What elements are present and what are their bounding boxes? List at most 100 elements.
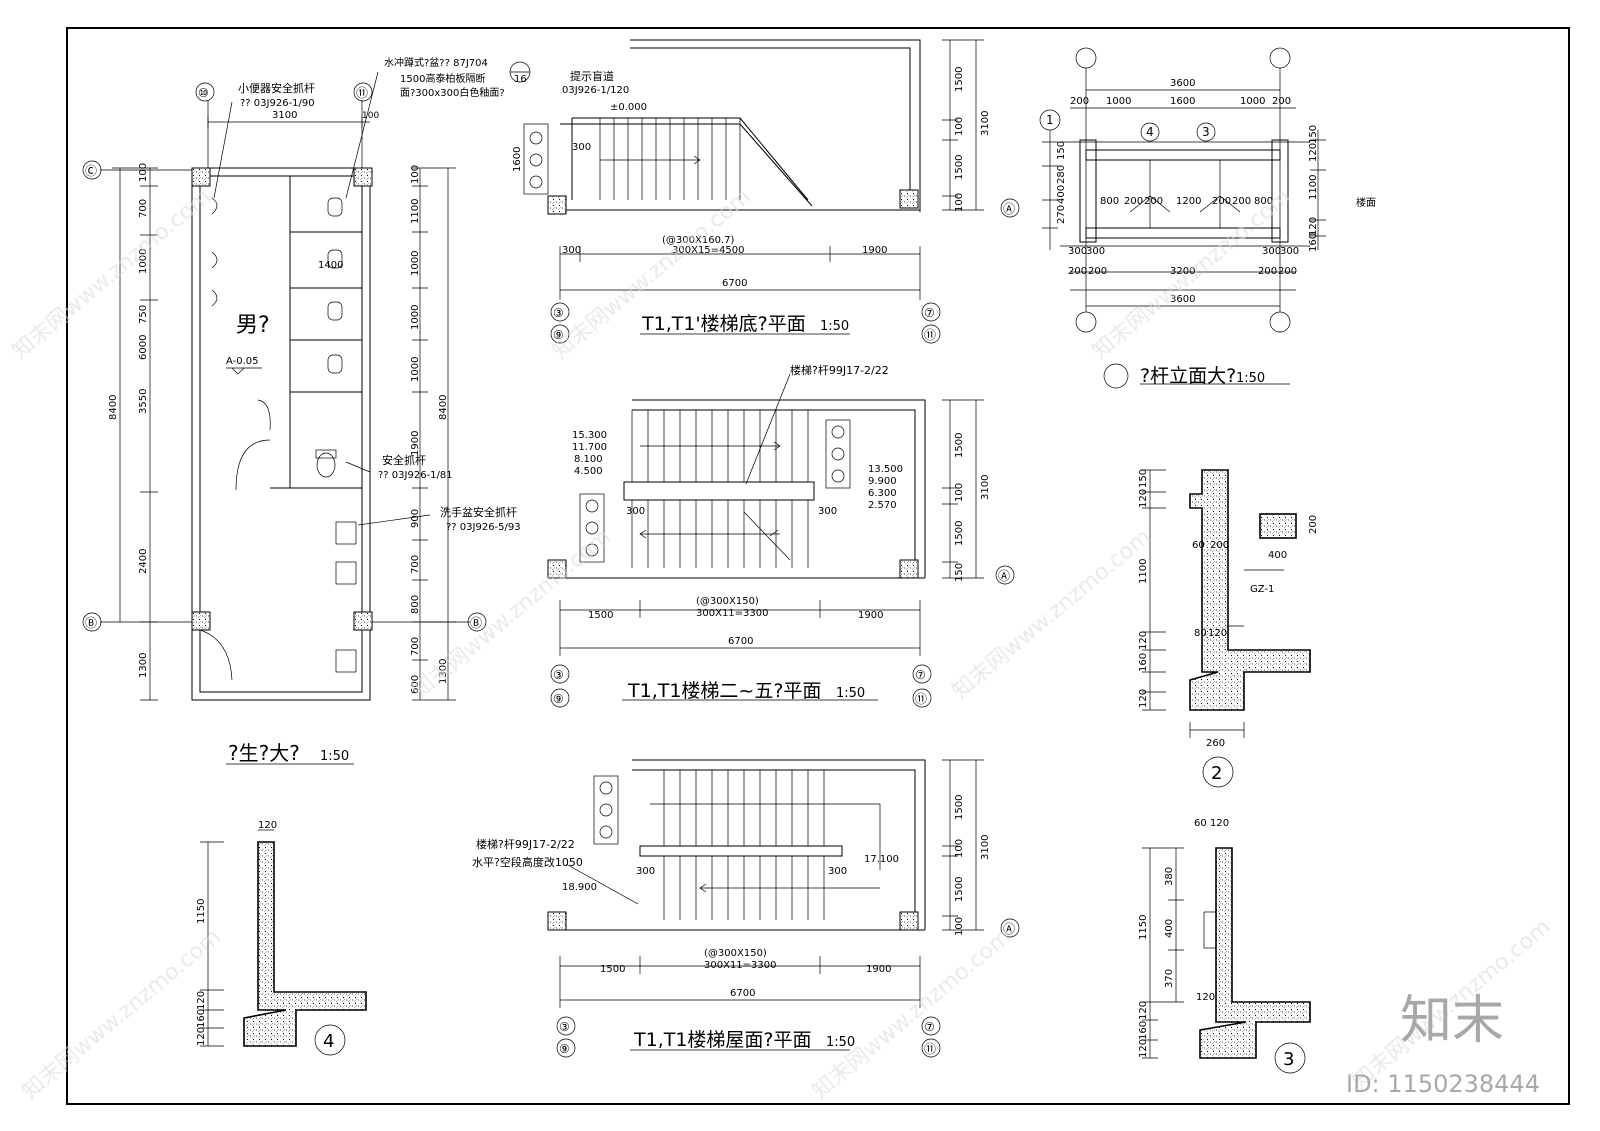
toilet-left-total: 8400 — [108, 395, 119, 420]
ground-right-total: 3100 — [980, 111, 991, 136]
mid-dim-left: 1500 — [588, 610, 613, 621]
mid-level-right: 13.500 — [868, 464, 903, 475]
railing-top-dim: 1000 — [1106, 96, 1131, 107]
note-basin: 洗手盆安全抓杆 — [440, 505, 517, 519]
mid-level-right: 2.570 — [868, 500, 897, 511]
d3-dim-v: 120 — [1138, 1039, 1149, 1058]
d2-tag-gz: GZ-1 — [1250, 584, 1274, 595]
roof-step-note: (@300X150) — [704, 948, 767, 959]
toilet-left-6000: 6000 — [138, 335, 149, 360]
railing-top-dim: 200 — [1272, 96, 1291, 107]
roof-dim-left: 1500 — [600, 964, 625, 975]
d2-dim-v: 120 — [1138, 631, 1149, 650]
d2-dim-v: 150 — [1138, 469, 1149, 488]
mid-right-dim: 100 — [954, 483, 965, 502]
note-grab-ref: ?? 03J926-1/81 — [378, 470, 453, 481]
railing-mid-dim: 200 — [1124, 196, 1143, 207]
sheet-border — [66, 27, 1570, 1105]
ground-right-dim: 1500 — [954, 67, 965, 92]
mid-level-left: 11.700 — [572, 442, 607, 453]
railing-bot-dim: 300 — [1280, 246, 1299, 257]
toilet-width-top: 3100 — [272, 110, 297, 121]
railing-title: ?杆立面大? — [1140, 365, 1236, 387]
railing-left-dim: 150 — [1056, 141, 1067, 160]
railing-right-dim: 120 — [1308, 217, 1319, 236]
roof-axis-7: ⑦ — [924, 1020, 935, 1034]
d4-dim-top: 120 — [258, 820, 277, 831]
railing-mid-dim: 800 — [1254, 196, 1273, 207]
railing-mid-dim: 200 — [1232, 196, 1251, 207]
mid-axis-a: Ⓐ — [998, 569, 1010, 583]
mid-step-note: (@300X150) — [696, 596, 759, 607]
roof-right-total: 3100 — [980, 835, 991, 860]
roof-axis-11: ⑪ — [924, 1042, 936, 1056]
watermark-text: 知末网www.znzmo.com — [948, 524, 1156, 704]
mid-axis-7: ⑦ — [915, 668, 926, 682]
mid-scale: 1:50 — [836, 686, 865, 701]
toilet-plan — [82, 61, 531, 765]
toilet-right-dim: 1000 — [410, 357, 421, 382]
note-urinal: 小便器安全抓杆 — [238, 81, 315, 95]
mid-right-dim: 1500 — [954, 433, 965, 458]
toilet-left-dim: 700 — [138, 199, 149, 218]
mid-axis-11: ⑪ — [915, 692, 927, 706]
railing-tag-4: 4 — [1146, 125, 1154, 139]
ground-title: T1,T1'楼梯底?平面 — [641, 313, 806, 335]
d3-dim-v: 400 — [1164, 919, 1175, 938]
railing-right-dim: 160 — [1308, 233, 1319, 252]
toilet-level-mark: A-0.05 — [226, 356, 259, 367]
railing-top-dim: 1000 — [1240, 96, 1265, 107]
ground-scale: 1:50 — [820, 319, 849, 334]
roof-right-dim: 100 — [954, 917, 965, 936]
toilet-width-top-right: 100 — [362, 111, 379, 121]
railing-mid-dim: 200 — [1144, 196, 1163, 207]
d3-dim-120: 120 — [1196, 992, 1215, 1003]
railing-bot-dim: 200 — [1258, 266, 1277, 277]
toilet-right-dim: 1000 — [410, 305, 421, 330]
roof-right-dim: 1500 — [954, 877, 965, 902]
d2-dim-v: 120 — [1138, 489, 1149, 508]
mid-dim-300b: 300 — [818, 506, 837, 517]
railing-left-dim: 400 — [1056, 185, 1067, 204]
note-squat-2: 1500高泰柏板隔断 — [400, 72, 485, 85]
railing-mid-dim: 200 — [1212, 196, 1231, 207]
mid-level-left: 4.500 — [574, 466, 603, 477]
d4-dim-v: 160 — [196, 1009, 207, 1028]
d3-dim-v: 160 — [1138, 1021, 1149, 1040]
toilet-axis-b-left: Ⓑ — [85, 616, 97, 630]
roof-dim-300a: 300 — [636, 866, 655, 877]
detail-3 — [1142, 847, 1311, 1074]
toilet-right-dim: 100 — [410, 165, 421, 184]
mid-axis-9: ⑨ — [553, 692, 564, 706]
railing-mid-dim: 1200 — [1176, 196, 1201, 207]
toilet-axis-c: Ⓒ — [85, 164, 97, 178]
toilet-dim-1400: 1400 — [318, 260, 343, 271]
railing-top-total: 3600 — [1170, 78, 1195, 89]
toilet-right-dim: 1100 — [410, 199, 421, 224]
toilet-left-dim: 3550 — [138, 389, 149, 414]
railing-bot-dim: 3200 — [1170, 266, 1195, 277]
railing-top-dim: 1600 — [1170, 96, 1195, 107]
toilet-left-dim: 100 — [138, 163, 149, 182]
toilet-right-dim: 1900 — [410, 431, 421, 456]
ground-dim-300: 300 — [572, 142, 591, 153]
roof-step-note-2: 300X11=3300 — [704, 960, 777, 971]
toilet-title: ?生?大? — [228, 741, 300, 765]
note-squat-3: 面?300x300白色釉面? — [400, 86, 505, 99]
ground-axis-9: ⑨ — [553, 328, 564, 342]
railing-bot-dim: 200 — [1088, 266, 1107, 277]
watermark-text: 知末网www.znzmo.com — [408, 524, 616, 704]
ground-axis-11: ⑪ — [924, 328, 936, 342]
mid-axis-3: ③ — [553, 668, 564, 682]
toilet-right-dim: 700 — [410, 555, 421, 574]
railing-right-dim: 1100 — [1308, 175, 1319, 200]
d2-dim-mid: 80 — [1194, 628, 1207, 639]
railing-bot-total: 3600 — [1170, 294, 1195, 305]
mid-right-total: 3100 — [980, 475, 991, 500]
d3-dim-v: 370 — [1164, 969, 1175, 988]
watermark-text: 知末网www.znzmo.com — [808, 924, 1016, 1104]
toilet-right-total: 8400 — [438, 395, 449, 420]
ground-dim-1600: 1600 — [512, 147, 523, 172]
d2-dim-bottom: 260 — [1206, 738, 1225, 749]
railing-bot-dim: 300 — [1086, 246, 1105, 257]
